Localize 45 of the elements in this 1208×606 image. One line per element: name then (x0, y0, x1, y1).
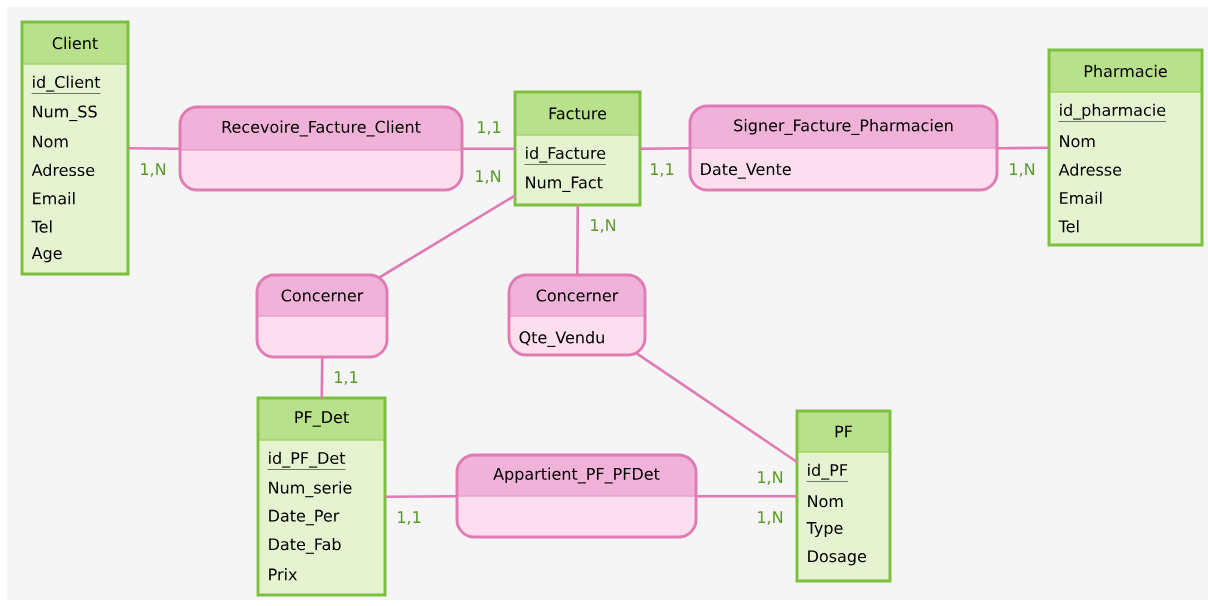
connector-line (128, 146, 181, 151)
connector-line (462, 147, 515, 151)
attribute-name: Date_Fab (269, 537, 341, 554)
entity-name: PF (835, 425, 852, 438)
attribute-name: Nom (1060, 135, 1095, 148)
attribute-name: Nom (33, 135, 68, 148)
attribute-name: Prix (269, 568, 297, 581)
connector-line (377, 194, 516, 280)
attribute-name: Num_serie (269, 481, 352, 498)
attribute-name: Date_Vente (701, 163, 791, 179)
primary-key: id_PF_Det (267, 451, 346, 470)
attribute-name: Email (33, 192, 75, 205)
attribute-name: Adresse (31, 163, 95, 177)
connector-line (575, 205, 580, 275)
entity-name: PF_Det (295, 411, 349, 427)
relationship-name: Recevoire_Facture_Client (222, 120, 421, 137)
attribute-name: Adresse (1058, 163, 1122, 176)
connector-line (997, 146, 1049, 150)
attribute-name: Age (31, 247, 62, 263)
attribute-name: Num_SS (33, 105, 97, 122)
attribute-name: Dosage (808, 550, 866, 566)
relationship-name: Concerner (281, 289, 364, 302)
entity-name: Facture (549, 107, 607, 120)
attribute-name: Tel (1058, 220, 1079, 233)
connector-line (320, 357, 324, 398)
relationship-name: Appartient_PF_PFDet (493, 467, 660, 484)
entity-name: Pharmacie (1084, 64, 1167, 78)
attribute-name: Email (1060, 191, 1102, 205)
connector-line (640, 146, 691, 151)
attribute-name: Nom (808, 495, 843, 508)
relationship-name: Signer_Facture_Pharmacien (734, 119, 953, 135)
attribute-name: Qte_Vendu (519, 331, 604, 347)
attribute-name: Num_Fact (526, 176, 603, 192)
attribute-name: Tel (31, 220, 52, 233)
primary-key: id_Client (31, 75, 101, 94)
attribute-name: Type (806, 522, 843, 538)
primary-key: id_pharmacie (1058, 103, 1167, 122)
attribute-name: Date_Per (269, 509, 340, 526)
primary-key: id_Facture (524, 146, 607, 165)
connector-line (696, 494, 797, 498)
connector-line (634, 351, 798, 464)
relationship-name: Concerner (536, 289, 619, 302)
entity-name: Client (52, 36, 98, 50)
primary-key: id_PF (806, 463, 849, 482)
connector-line (385, 494, 457, 499)
